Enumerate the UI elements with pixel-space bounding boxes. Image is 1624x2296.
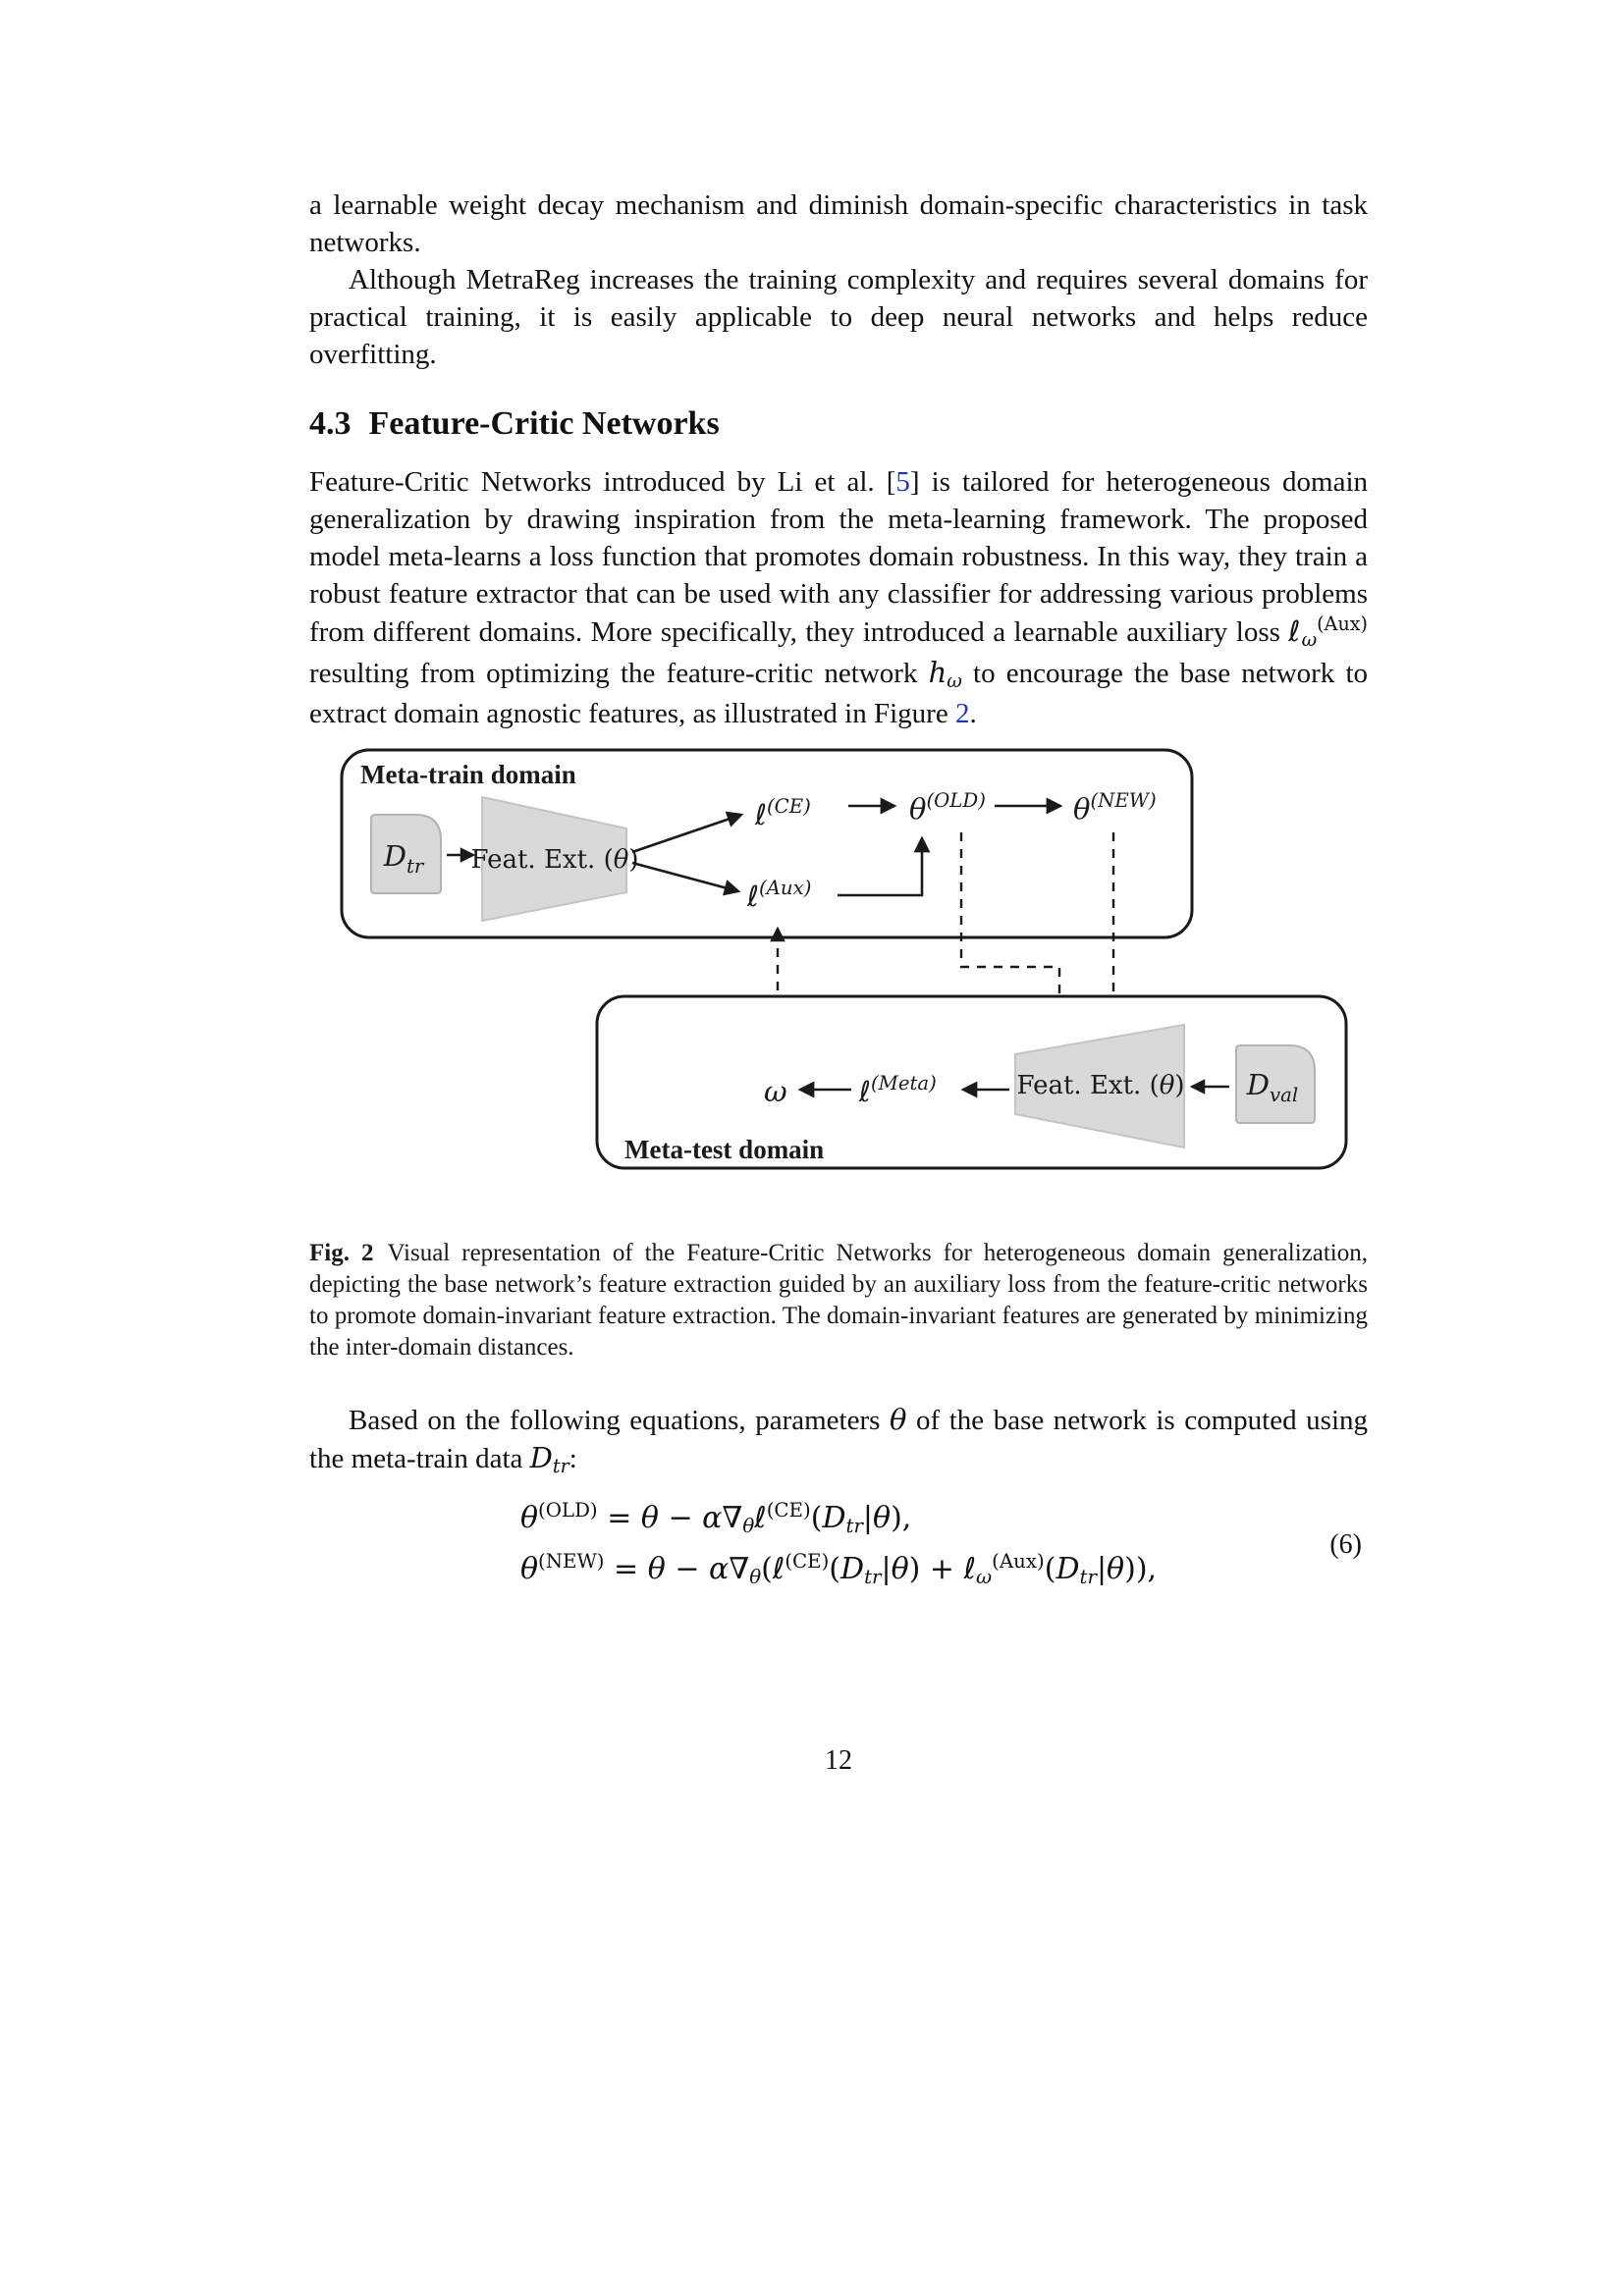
omega-label: ω	[764, 1075, 787, 1108]
feature-extractor-test-label: Feat. Ext. (θ)	[1016, 1071, 1184, 1100]
citation-link-5[interactable]: 5	[895, 466, 910, 498]
para3-text-5: .	[969, 698, 977, 729]
inline-math-h-omega: hω	[928, 656, 962, 692]
meta-train-domain-label: Meta-train domain	[360, 760, 576, 789]
para4-text-3: :	[568, 1443, 577, 1474]
loss-aux-label: ℓ(Aux)	[746, 877, 811, 913]
d-tr-node	[370, 814, 442, 894]
section-title: Feature-Critic Networks	[368, 405, 720, 442]
paragraph-feature-critic: Feature-Critic Networks introduced by Li…	[309, 463, 1368, 732]
d-tr-label: Dtr	[383, 839, 425, 878]
d-val-label: Dval	[1246, 1068, 1298, 1106]
text-column: a learnable weight decay mechanism and d…	[309, 0, 1368, 1777]
loss-ce-label: ℓ(CE)	[754, 795, 811, 831]
equation-6-block: θ(OLD) = θ − α∇θℓ(CE)(Dtr|θ), θ(NEW) = θ…	[309, 1494, 1368, 1596]
feature-extractor-train-label: Feat. Ext. (θ)	[470, 845, 638, 875]
feature-extractor-test	[1014, 1023, 1185, 1149]
inline-math-d-tr: Dtr	[529, 1441, 569, 1477]
caption-text: Visual representation of the Feature-Cri…	[309, 1240, 1368, 1361]
meta-test-domain-label: Meta-test domain	[624, 1135, 824, 1164]
paragraph-metrareg: Although MetraReg increases the training…	[309, 264, 1368, 370]
paragraph-weight-decay: a learnable weight decay mechanism and d…	[309, 189, 1368, 258]
arrow-featext-to-aux	[631, 861, 741, 896]
inline-math-theta: θ	[889, 1403, 907, 1436]
para4-text-1: Based on the following equations, parame…	[349, 1405, 890, 1436]
arrow-featext-to-ce	[631, 811, 744, 854]
equation-theta-new: θ(NEW) = θ − α∇θ(ℓ(CE)(Dtr|θ) + ℓω(Aux)(…	[519, 1550, 1158, 1588]
caption-tag: Fig. 2	[309, 1240, 374, 1266]
equation-number: (6)	[1329, 1529, 1362, 1560]
loss-meta-label: ℓ(Meta)	[858, 1072, 937, 1108]
inline-math-aux-loss: ℓω(Aux)	[1288, 613, 1369, 651]
d-val-node	[1235, 1044, 1316, 1124]
feature-critic-diagram: Meta-train domain Dtr Feat. Ext. (θ) ℓ(C…	[340, 748, 1348, 1170]
section-heading: 4.3 Feature-Critic Networks	[309, 402, 1368, 446]
para3-text-4: to encourage the base network to extract…	[309, 658, 1369, 729]
theta-old-label: θ(OLD)	[909, 789, 986, 826]
arrow-aux-to-theta-old	[838, 835, 931, 897]
top-margin	[309, 0, 1368, 187]
equation-theta-old: θ(OLD) = θ − α∇θℓ(CE)(Dtr|θ),	[519, 1499, 912, 1537]
paragraph-equations-intro: Based on the following equations, parame…	[309, 1401, 1368, 1480]
section-number: 4.3	[309, 405, 352, 442]
para4-text-2: of the base network is computed using th…	[309, 1405, 1369, 1474]
feature-extractor-train	[481, 795, 627, 923]
page-number: 12	[825, 1745, 852, 1776]
figure-2-diagram: Meta-train domain Dtr Feat. Ext. (θ) ℓ(C…	[335, 746, 1368, 1183]
para3-text-2: ] is tailored for heterogeneous domain g…	[309, 466, 1368, 648]
equation-lines: θ(OLD) = θ − α∇θℓ(CE)(Dtr|θ), θ(NEW) = θ…	[520, 1494, 1157, 1596]
figure-2-link[interactable]: 2	[954, 698, 970, 729]
theta-new-label: θ(NEW)	[1073, 789, 1157, 826]
para3-text-3: resulting from optimizing the feature-cr…	[309, 658, 929, 689]
para3-text-1: Feature-Critic Networks introduced by Li…	[309, 466, 896, 498]
